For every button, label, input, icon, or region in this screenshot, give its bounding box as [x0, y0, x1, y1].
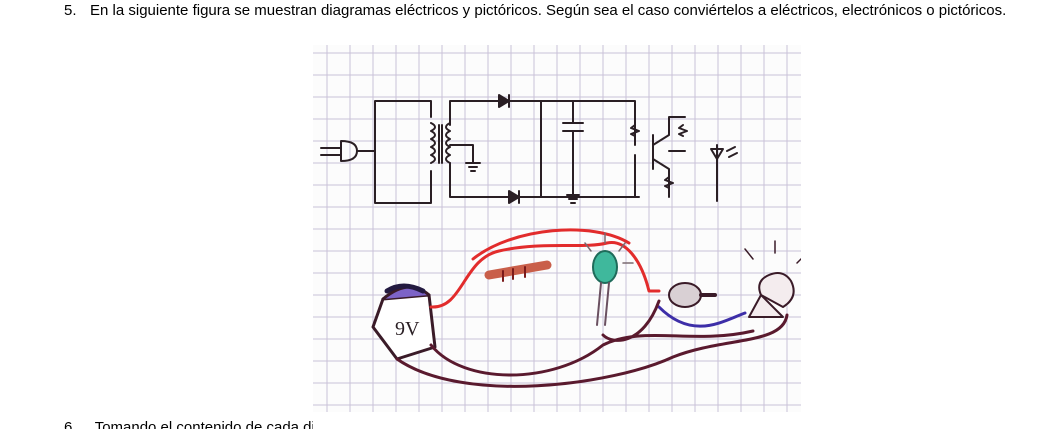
blue-wire — [657, 305, 747, 328]
red-wire — [429, 241, 661, 309]
resistors-stage — [630, 124, 688, 189]
primary-loop — [374, 100, 432, 204]
red-wire-top — [471, 228, 631, 261]
grid-paper — [313, 45, 801, 413]
plug-symbol — [320, 140, 376, 162]
battery-9v: 9V — [371, 283, 437, 361]
led-green — [584, 232, 634, 326]
transformer-core — [438, 124, 443, 164]
lamp — [744, 240, 801, 318]
figure-overlap — [313, 412, 801, 429]
center-tap-ground — [449, 144, 481, 172]
circuit-drawing: 9V — [313, 45, 801, 413]
next-question-number: 6. — [64, 419, 77, 429]
filter-capacitor — [562, 100, 584, 204]
dark-wires — [395, 299, 789, 388]
pictorial-circuit: 9V — [371, 228, 801, 388]
resistor — [484, 260, 552, 282]
output-rail — [540, 100, 640, 198]
diode-top — [498, 94, 510, 108]
transformer-primary — [430, 122, 436, 164]
hand-drawn-circuit-figure: 9V — [313, 45, 801, 413]
switch — [668, 282, 717, 308]
question-text: En la siguiente figura se muestran diagr… — [90, 2, 1007, 19]
electrical-schematic — [320, 94, 738, 204]
lower-rail — [449, 162, 542, 198]
battery-label: 9V — [395, 318, 420, 340]
diode-bottom — [508, 190, 520, 204]
upper-rail — [449, 100, 542, 172]
output-led — [710, 144, 738, 202]
transformer-secondary — [445, 122, 451, 164]
question-number: 5. — [64, 2, 77, 19]
